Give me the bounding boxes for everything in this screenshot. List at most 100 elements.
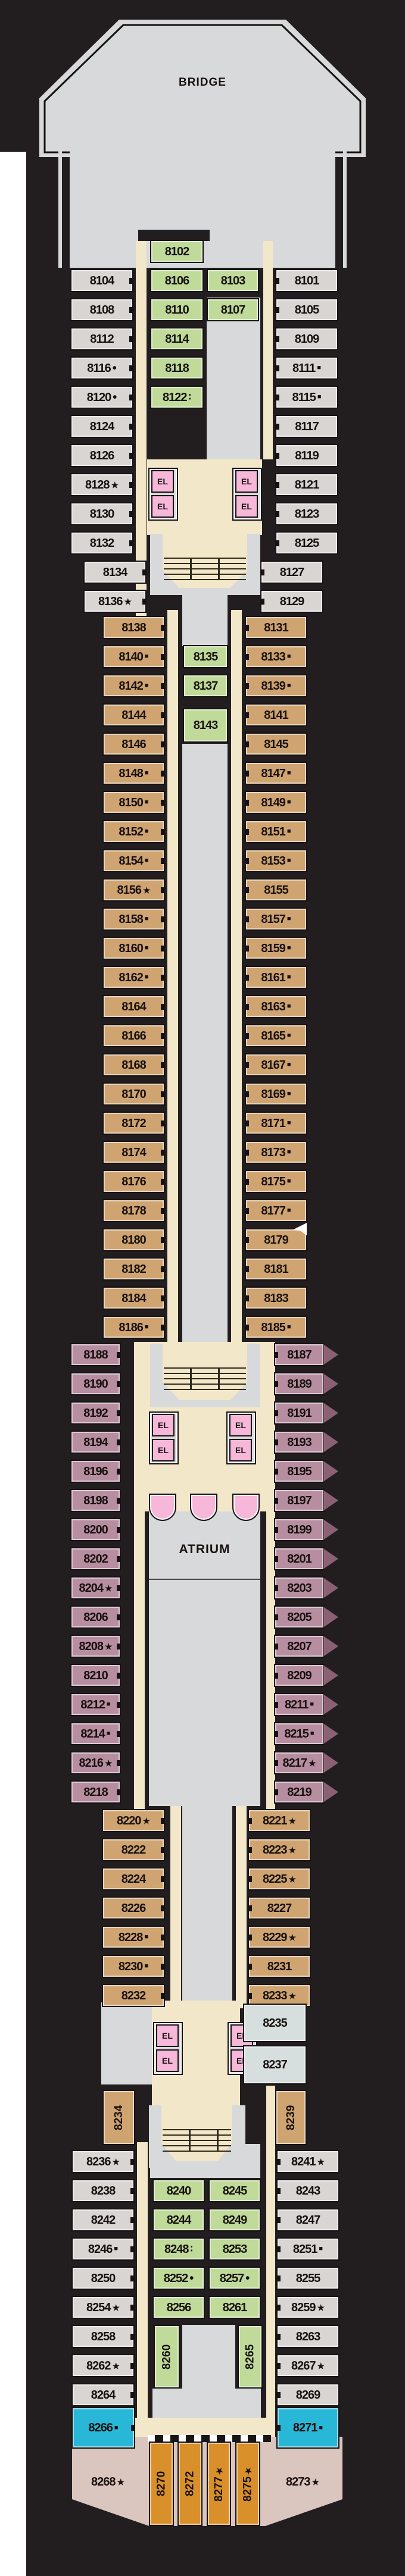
- cabin-8253: 8253: [208, 2237, 261, 2261]
- cabin-8204: 8204★: [70, 1576, 121, 1600]
- cabin-8206: 8206: [70, 1605, 121, 1629]
- corridor: [236, 1806, 247, 2008]
- cabin-symbol-sq: ■: [286, 1003, 291, 1010]
- cabin-8209: 8209: [274, 1664, 325, 1687]
- cabin-symbol-star: ★: [112, 2361, 120, 2371]
- cabin-8245: 8245: [208, 2179, 261, 2202]
- cabin-8132: 8132: [70, 531, 133, 555]
- cabin-8175: 8175■: [245, 1170, 307, 1193]
- cabin-8156: 8156★: [102, 878, 165, 902]
- cabin-8116: 8116•: [70, 356, 133, 380]
- center-void-strip: [182, 1806, 232, 2010]
- cabin-8185: 8185■: [245, 1316, 307, 1339]
- elevator-car: EL: [151, 495, 174, 518]
- cabin-8217: 8217★: [274, 1751, 325, 1774]
- elevator-car: EL: [151, 470, 174, 493]
- hull-edge-port: [58, 142, 62, 268]
- atrium-elevator-pod: [190, 1494, 217, 1521]
- cabin-8236: 8236★: [71, 2150, 135, 2173]
- cabin-8169: 8169■: [245, 1082, 307, 1106]
- cabin-8269: 8269: [276, 2383, 339, 2406]
- cabin-8153: 8153■: [245, 849, 307, 872]
- atrium-divider: [149, 1579, 260, 1580]
- cabin-symbol-sq: ■: [317, 364, 321, 371]
- cabin-8141: 8141: [245, 703, 307, 727]
- corridor: [266, 1342, 275, 1812]
- cabin-symbol-sq: ■: [144, 944, 149, 951]
- cabin-8109: 8109: [275, 327, 338, 350]
- cabin-symbol-star: ★: [104, 1583, 113, 1593]
- cabin-8248: 8248∶: [152, 2237, 205, 2261]
- cabin-8222: 8222: [102, 1838, 165, 1861]
- cabin-symbol-star: ★: [308, 1758, 316, 1768]
- cabin-8138: 8138: [102, 616, 165, 639]
- cabin-symbol-sq: ■: [106, 1701, 111, 1708]
- cabin-8181: 8181: [245, 1257, 307, 1281]
- corridor: [136, 241, 147, 622]
- cabin-8145: 8145: [245, 733, 307, 756]
- elevator-car: EL: [156, 2024, 179, 2047]
- cabin-8139: 8139■: [245, 674, 307, 697]
- cabin-symbol-sq: ■: [286, 1207, 291, 1214]
- stern-balcony-dividers: [148, 2435, 271, 2442]
- cabin-symbol-dot: •: [112, 361, 117, 375]
- corridor: [170, 1806, 181, 2008]
- cabin-symbol-star: ★: [288, 1932, 297, 1942]
- cabin-symbol-star: ★: [317, 2361, 325, 2371]
- cabin-8176: 8176: [102, 1170, 165, 1193]
- cabin-8223: 8223★: [248, 1838, 311, 1861]
- cabin-8120: 8120•: [70, 386, 133, 409]
- cabin-symbol-dot: •: [113, 390, 117, 404]
- cabin-symbol-sq: ■: [144, 1323, 149, 1331]
- cabin-8203: 8203: [274, 1576, 325, 1600]
- cabin-8260: 8260: [154, 2325, 180, 2389]
- cabin-8249: 8249: [208, 2208, 261, 2231]
- cabin-8125: 8125: [275, 531, 338, 555]
- cabin-symbol-star: ★: [142, 1816, 151, 1826]
- hull-edge-stbd: [343, 142, 347, 268]
- cabin-8219: 8219: [274, 1780, 325, 1804]
- cabin-8254: 8254★: [71, 2296, 135, 2319]
- cabin-8225: 8225★: [248, 1867, 311, 1890]
- cabin-symbol-sq: ■: [114, 2245, 119, 2252]
- stair-treads: [164, 1367, 246, 1390]
- cabin-8224: 8224: [102, 1867, 165, 1890]
- cabin-8187: 8187: [274, 1343, 325, 1366]
- cabin-8105: 8105: [275, 298, 338, 321]
- cabin-8220: 8220★: [102, 1809, 165, 1832]
- page-margin-strip: [0, 152, 26, 2576]
- bow-wall: [138, 230, 210, 241]
- cabin-8202: 8202: [70, 1547, 121, 1570]
- cabin-symbol-sq: ■: [317, 393, 322, 400]
- cabin-8119: 8119: [275, 444, 338, 467]
- cabin-8259: 8259★: [276, 2296, 339, 2319]
- cabin-8256: 8256: [152, 2296, 205, 2319]
- cabin-symbol-sq: ■: [286, 828, 291, 835]
- cabin-8188: 8188: [70, 1343, 121, 1366]
- cabin-8244: 8244: [152, 2208, 205, 2231]
- cabin-8196: 8196: [70, 1460, 121, 1483]
- cabin-symbol-star: ★: [142, 885, 151, 895]
- cabin-8184: 8184: [102, 1287, 165, 1310]
- elevator-car: EL: [156, 2049, 179, 2072]
- cabin-8137: 8137: [183, 674, 228, 697]
- cabin-8235: 8235: [243, 2004, 307, 2042]
- cabin-8123: 8123: [275, 502, 338, 525]
- cabin-8246: 8246■: [71, 2237, 135, 2261]
- atrium-label: ATRIUM: [179, 1542, 230, 1556]
- corridor: [114, 2418, 272, 2437]
- cabin-symbol-dot: •: [245, 2271, 250, 2285]
- cabin-8200: 8200: [70, 1518, 121, 1541]
- cabin-symbol-sq: ■: [286, 769, 291, 777]
- cabin-8166: 8166: [102, 1024, 165, 1047]
- cabin-8251: 8251■: [276, 2237, 339, 2261]
- corridor: [134, 1342, 145, 1812]
- cabin-symbol-sq: ■: [106, 1730, 111, 1737]
- cabin-8126: 8126: [70, 444, 133, 467]
- cabin-8231: 8231: [248, 1955, 311, 1978]
- cabin-8240: 8240: [152, 2179, 205, 2202]
- cabin-8124: 8124: [70, 415, 133, 438]
- cabin-8275: 8275★: [235, 2442, 260, 2526]
- cabin-8136: 8136★: [83, 590, 147, 613]
- cabin-8151: 8151■: [245, 820, 307, 843]
